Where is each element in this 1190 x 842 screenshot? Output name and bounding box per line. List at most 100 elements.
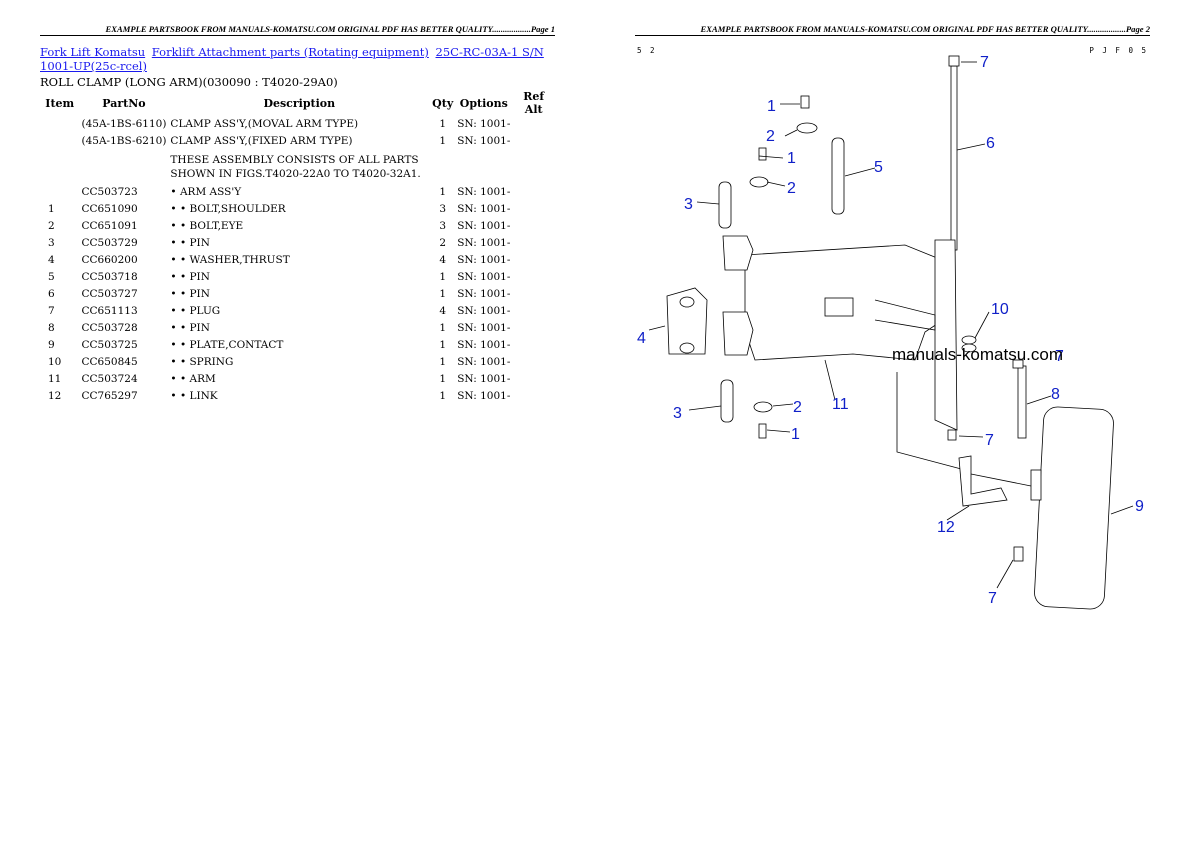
figure-code-left: 5 2 <box>637 46 657 55</box>
cell-description: • • PIN <box>170 237 210 249</box>
leader-line <box>766 429 791 433</box>
cell-options: SN: 1001- <box>457 288 511 300</box>
cell-description: • • BOLT,EYE <box>170 220 244 232</box>
breadcrumb-link-category[interactable]: Forklift Attachment parts (Rotating equi… <box>151 45 429 59</box>
cell-options: SN: 1001- <box>457 356 511 368</box>
cell-partno: CC651113 <box>81 305 138 317</box>
leader-line <box>758 155 784 159</box>
table-header-row: Item PartNo Description Qty Options Ref … <box>40 90 555 116</box>
cell-qty: 4 <box>439 254 447 266</box>
arm-window-shape <box>824 297 854 317</box>
callout-9: 9 <box>1135 498 1144 515</box>
diagram-page: EXAMPLE PARTSBOOK FROM MANUALS-KOMATSU.C… <box>635 0 1150 842</box>
spring-10-shape <box>961 335 977 345</box>
cell-item: 7 <box>48 305 55 317</box>
cell-ref-alt <box>512 201 555 218</box>
leader-line <box>956 143 986 151</box>
cell-options: SN: 1001- <box>457 118 511 130</box>
spring-10-shape <box>961 343 977 353</box>
leader-line <box>844 167 876 177</box>
cell-item: 6 <box>48 288 55 300</box>
callout-11: 11 <box>832 396 849 413</box>
cell-options: SN: 1001- <box>457 254 511 266</box>
cell-partno: (45A-1BS-6110) <box>81 118 167 130</box>
col-qty: Qty <box>432 96 454 110</box>
plug-shape <box>1013 546 1024 562</box>
cell-ref-alt <box>512 337 555 354</box>
cell-qty: 1 <box>439 135 447 147</box>
cell-ref-alt <box>512 371 555 388</box>
cell-item: 4 <box>48 254 55 266</box>
callout-1: 1 <box>791 426 800 443</box>
callout-7: 7 <box>988 590 997 607</box>
bolt-shoulder-shape <box>800 95 810 109</box>
callout-2: 2 <box>766 128 775 145</box>
pin-3-shape <box>718 181 732 229</box>
callout-2: 2 <box>787 180 796 197</box>
link-12-shape <box>958 455 1008 507</box>
cell-partno: CC503725 <box>81 339 138 351</box>
col-partno: PartNo <box>102 96 146 110</box>
breadcrumb-link-model[interactable]: Fork Lift Komatsu <box>40 45 146 59</box>
cell-description: THESE ASSEMBLY CONSISTS OF ALL PARTS SHO… <box>170 154 421 180</box>
cell-ref-alt <box>512 184 555 201</box>
table-row: (45A-1BS-6110)CLAMP ASS'Y,(MOVAL ARM TYP… <box>40 116 555 133</box>
cell-item: 10 <box>48 356 62 368</box>
callout-12: 12 <box>937 519 955 536</box>
cell-options: SN: 1001- <box>457 135 511 147</box>
cell-item <box>40 184 79 201</box>
cell-qty: 1 <box>439 271 447 283</box>
leader-line <box>996 559 1014 589</box>
cell-qty: 1 <box>439 322 447 334</box>
leader-line <box>974 311 990 339</box>
cell-ref-alt <box>512 150 555 184</box>
cell-ref-alt <box>512 218 555 235</box>
cell-partno: CC651090 <box>81 203 138 215</box>
cell-qty: 1 <box>439 186 447 198</box>
col-options: Options <box>459 96 508 110</box>
leader-line <box>958 435 984 438</box>
cell-ref-alt <box>512 388 555 405</box>
cell-qty: 3 <box>439 220 447 232</box>
col-item: Item <box>45 96 75 110</box>
cell-options: SN: 1001- <box>457 390 511 402</box>
pin-6-shape <box>950 65 958 251</box>
cell-item: 5 <box>48 271 55 283</box>
cell-description: • • LINK <box>170 390 218 402</box>
thrust-washer-shape <box>679 296 695 308</box>
cell-qty: 1 <box>439 373 447 385</box>
cell-description: • • PLUG <box>170 305 221 317</box>
cell-qty <box>430 150 455 184</box>
leader-line <box>772 403 794 407</box>
watermark-text: manuals-komatsu.com <box>892 345 1063 364</box>
cell-ref-alt <box>512 252 555 269</box>
cell-description: • • BOLT,SHOULDER <box>170 203 286 215</box>
leader-line <box>766 181 786 187</box>
cell-qty: 1 <box>439 339 447 351</box>
breadcrumb-link-serial[interactable]: 25C-RC-03A-1 S/N 1001-UP(25c-rcel) <box>40 45 544 73</box>
cell-partno: CC503729 <box>81 237 138 249</box>
cell-partno: CC660200 <box>81 254 138 266</box>
callout-7: 7 <box>980 54 989 71</box>
cell-partno: CC503718 <box>81 271 138 283</box>
cell-options: SN: 1001- <box>457 322 511 334</box>
exploded-parts-diagram: 1 2 1 2 3 5 7 6 10 7 8 4 11 3 2 1 7 12 9… <box>637 54 1144 610</box>
page-banner: EXAMPLE PARTSBOOK FROM MANUALS-KOMATSU.C… <box>40 0 555 36</box>
cell-item: 1 <box>48 203 55 215</box>
eye-bolt-shape <box>749 176 769 188</box>
leader-line <box>1026 395 1052 405</box>
cell-item: 8 <box>48 322 55 334</box>
thrust-washer-shape <box>679 342 695 354</box>
plate-bracket-shape <box>1030 469 1042 501</box>
cell-partno: CC503724 <box>81 373 138 385</box>
cell-description: • • SPRING <box>170 356 234 368</box>
